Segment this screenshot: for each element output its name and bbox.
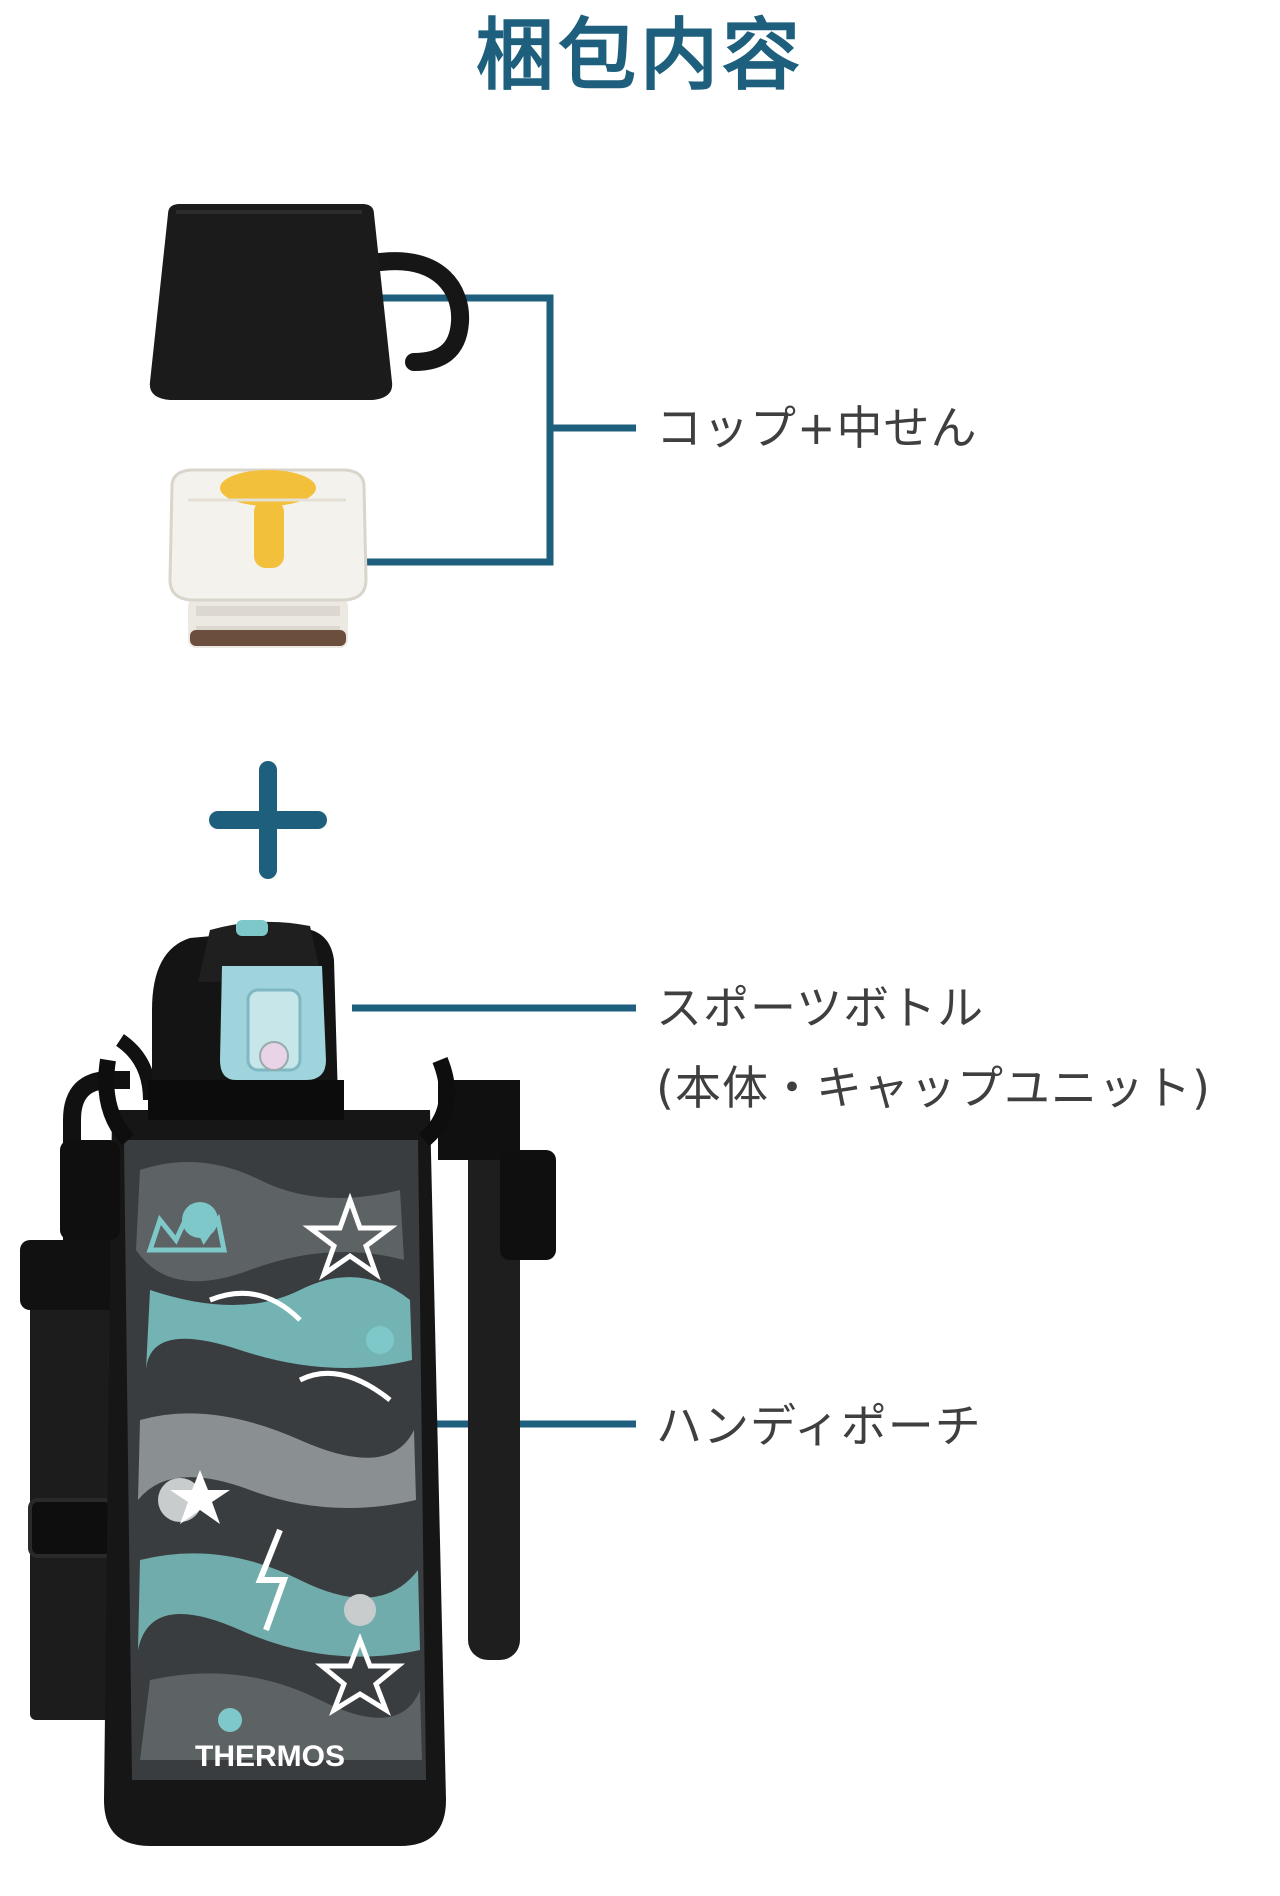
handy-pouch-label: ハンディポーチ — [656, 1399, 982, 1453]
stopper-image — [168, 468, 368, 648]
sports-bottle-image — [148, 920, 344, 1120]
graffiti-print — [136, 1162, 422, 1760]
sports-bottle-sublabel: (本体・キャップユニット) — [656, 1061, 1211, 1115]
sports-bottle-label: スポーツボトル — [656, 981, 985, 1035]
page-title: 梱包内容 — [475, 11, 804, 101]
pouch-brand-logo: THERMOS — [195, 1740, 345, 1773]
cup-image — [149, 204, 470, 400]
cup-and-stopper-label: コップ+中せん — [656, 401, 978, 455]
plus-icon — [209, 761, 327, 879]
handy-pouch-image: THERMOS — [60, 1057, 556, 1846]
